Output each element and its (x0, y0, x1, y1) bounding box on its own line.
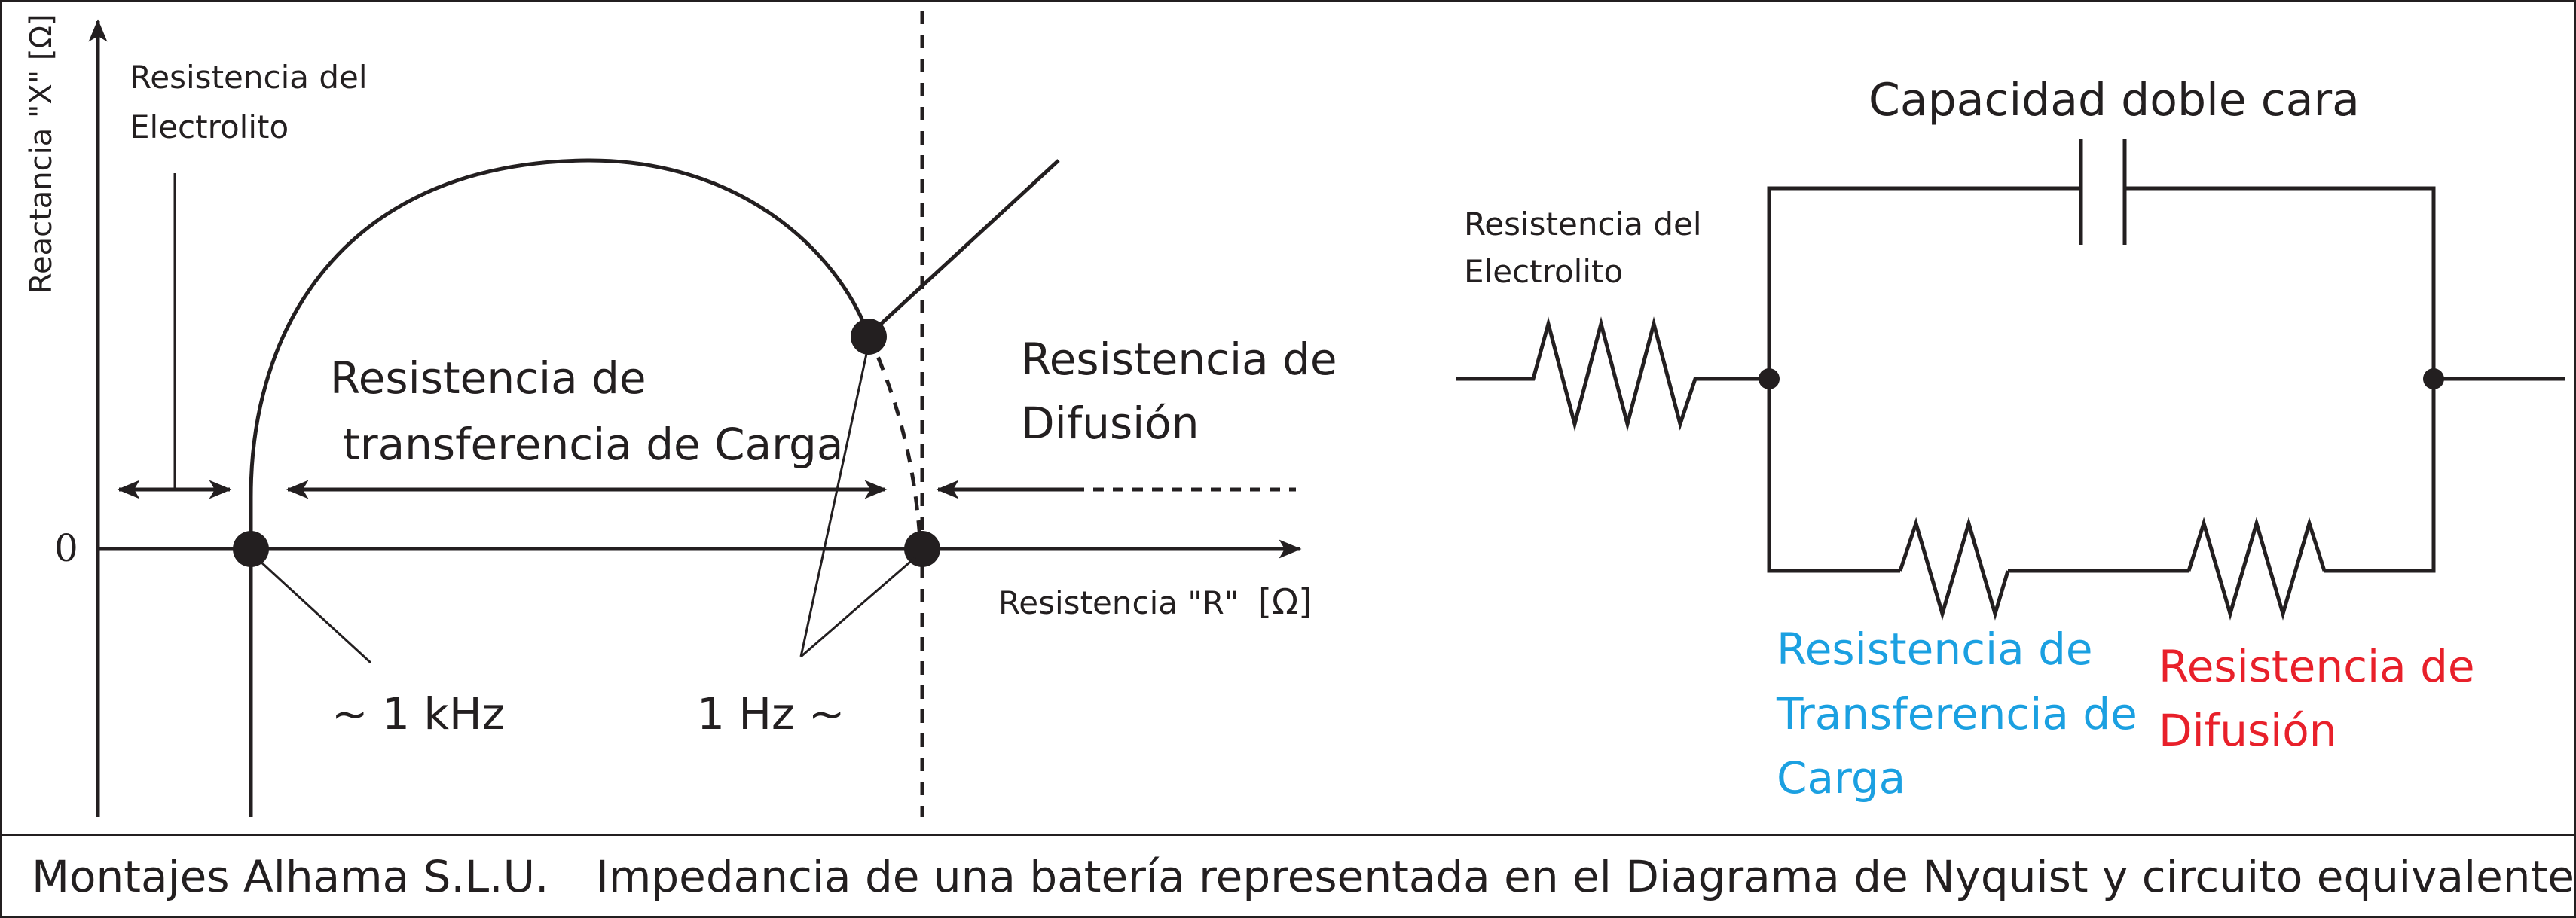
circuit-charge-transfer-line1: Resistencia de (1777, 624, 2093, 675)
diffusion-label-line1: Resistencia de (1021, 334, 1337, 385)
node-left (1759, 368, 1780, 389)
semicircle-dashed-continuation (866, 334, 923, 550)
circuit-charge-transfer-line3: Carga (1777, 752, 1905, 804)
bottom-branch-left (1767, 379, 1900, 573)
freq-high-label: ~ 1 kHz (332, 688, 505, 740)
x-axis-label: Resistencia "R" (998, 584, 1239, 621)
circuit-charge-transfer-line2: Transferencia de (1776, 688, 2137, 740)
electrolyte-label-line1: Resistencia del (130, 59, 368, 96)
electrolyte-label-line2: Electrolito (130, 108, 289, 145)
semicircle-curve (249, 158, 871, 549)
bottom-branch-right (2324, 379, 2436, 573)
footer-caption: Impedancia de una batería representada e… (595, 850, 2574, 902)
freq-low-pointer-a (799, 353, 868, 657)
diffusion-resistor (2186, 517, 2327, 621)
circuit-diffusion-line1: Resistencia de (2159, 641, 2475, 692)
diffusion-label-line2: Difusión (1021, 398, 1199, 449)
equivalent-circuit (1456, 139, 2565, 621)
x-axis-unit: [Ω] (1258, 581, 1312, 622)
circuit-electrolyte-label-line2: Electrolito (1464, 253, 1623, 290)
freq-low-label: 1 Hz ~ (697, 688, 845, 740)
charge-transfer-label-line1: Resistencia de (330, 352, 646, 404)
circuit-electrolyte-label-line1: Resistencia del (1464, 206, 1702, 242)
footer-company: Montajes Alhama S.L.U. (32, 850, 549, 902)
y-axis-label: Reactancia "X" [Ω] (24, 14, 59, 294)
high-freq-point (233, 531, 269, 567)
nyquist-diagram: Reactancia "X" [Ω] 0 Resistencia "R" [Ω]… (24, 11, 1337, 817)
capacitor-label: Capacidad doble cara (1869, 74, 2360, 127)
peak-point (851, 319, 887, 355)
circuit-labels: Capacidad doble cara Resistencia del Ele… (1464, 74, 2475, 804)
node-right (2423, 368, 2444, 389)
freq-low-pointer-b (800, 556, 916, 658)
capacitor-branch-left (1767, 186, 2081, 379)
charge-transfer-label-line2: transferencia de Carga (343, 419, 843, 470)
freq-high-pointer (258, 560, 372, 664)
electrolyte-resistor (1456, 316, 1769, 432)
capacitor-branch-right (2125, 186, 2436, 379)
zero-label: 0 (54, 526, 78, 570)
charge-transfer-resistor (1898, 517, 2010, 621)
footer-caption-bar: Montajes Alhama S.L.U. Impedancia de una… (0, 834, 2574, 916)
circuit-diffusion-line2: Difusión (2159, 705, 2337, 756)
diffusion-line (867, 159, 1060, 337)
